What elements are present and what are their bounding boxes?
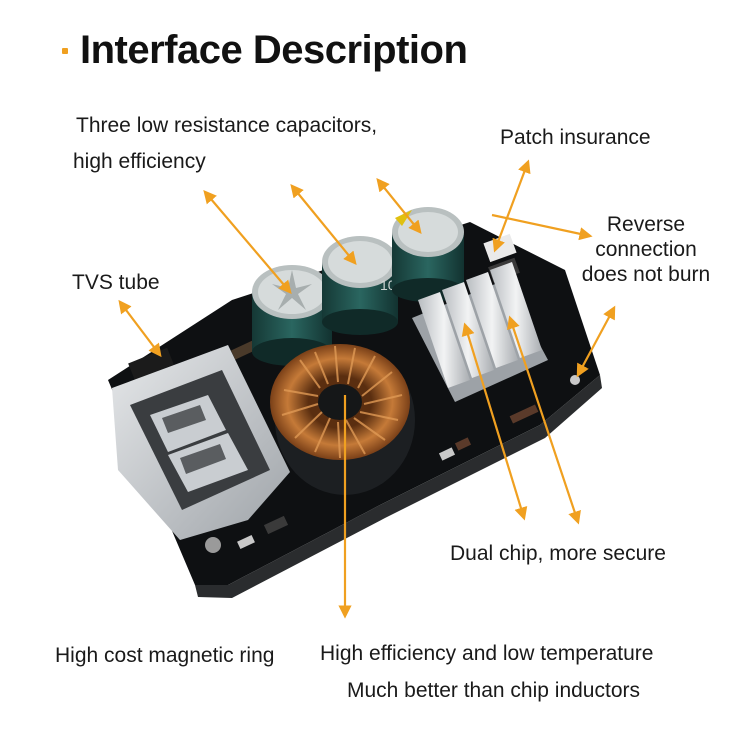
label-patch-insurance: Patch insurance bbox=[500, 126, 651, 149]
label-efficiency-line2: Much better than chip inductors bbox=[347, 679, 640, 702]
magnetic-ring-inductor bbox=[270, 344, 410, 460]
capacitor-marking: 10 bbox=[380, 277, 396, 293]
arrow-patch-insurance bbox=[492, 159, 531, 253]
page-title: Interface Description bbox=[80, 28, 468, 72]
arrow-capacitors-1 bbox=[203, 189, 292, 295]
label-capacitors-line1: Three low resistance capacitors, bbox=[76, 114, 378, 137]
label-magnetic-ring: High cost magnetic ring bbox=[55, 644, 275, 667]
capacitor-middle: 10 bbox=[322, 236, 398, 335]
arrow-capacitors-2 bbox=[290, 183, 357, 266]
label-dual-chip: Dual chip, more secure bbox=[450, 542, 666, 565]
arrow-reverse-lower bbox=[576, 305, 616, 378]
label-tvs-tube: TVS tube bbox=[72, 271, 160, 294]
arrow-reverse-connection bbox=[491, 213, 593, 241]
label-reverse-connection: Reverse connection does not burn bbox=[576, 212, 716, 288]
annotation-arrows bbox=[118, 159, 616, 619]
arrow-tvs-tube bbox=[118, 299, 162, 358]
label-reverse-line3: does not burn bbox=[581, 263, 711, 287]
label-reverse-line2: connection bbox=[595, 238, 697, 262]
capacitor-right bbox=[392, 207, 464, 302]
arrow-capacitors-3 bbox=[376, 177, 422, 235]
arrow-dual-chip-2 bbox=[507, 315, 581, 525]
label-capacitors-line2: high efficiency bbox=[73, 150, 206, 173]
label-efficiency-line1: High efficiency and low temperature bbox=[320, 642, 654, 665]
label-reverse-line1: Reverse bbox=[606, 213, 686, 236]
usb-port bbox=[112, 345, 290, 540]
title-bullet-icon bbox=[62, 48, 68, 54]
